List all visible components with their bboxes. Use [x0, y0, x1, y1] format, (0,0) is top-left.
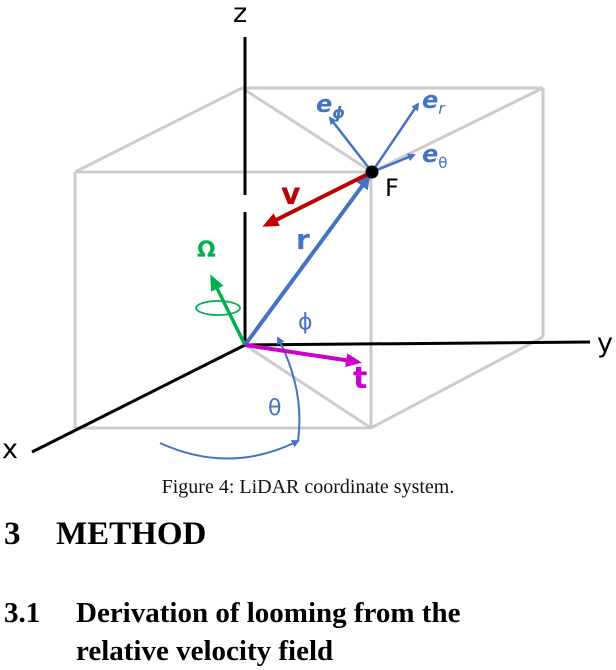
r-label: r — [296, 223, 310, 256]
point-f — [365, 165, 379, 179]
subsection-title-line2: relative velocity field — [76, 635, 334, 667]
theta-label: θ — [268, 396, 282, 421]
v-vector — [262, 170, 373, 227]
e-theta-vector — [371, 153, 416, 174]
omega-label: Ω — [197, 238, 216, 263]
t-vector — [244, 343, 362, 368]
figure-caption: Figure 4: LiDAR coordinate system. — [161, 476, 455, 498]
e-r-vector — [370, 102, 420, 173]
section-title: METHOD — [56, 516, 207, 552]
bounding-box — [73, 86, 545, 430]
theta-arc — [159, 440, 300, 460]
e-r-label: er — [422, 86, 445, 118]
e-theta-label: eθ — [422, 140, 448, 172]
r-vector — [243, 174, 371, 347]
z-axis-label: z — [233, 0, 248, 29]
y-axis-label: y — [597, 328, 613, 359]
section-number: 3 — [4, 516, 21, 552]
e-phi-vector — [328, 116, 373, 173]
x-axis-label: x — [2, 434, 18, 465]
phi-label: ϕ — [298, 310, 313, 335]
omega-vector — [210, 274, 247, 346]
point-f-label: F — [385, 174, 399, 202]
lidar-coordinate-figure: z y x F v r Ω t ϕ θ eϕ er eθ — [2, 0, 613, 465]
v-label: v — [281, 177, 301, 212]
axes — [31, 37, 591, 454]
t-label: t — [353, 361, 368, 396]
subsection-number: 3.1 — [4, 597, 41, 629]
coordinate-diagram — [31, 37, 591, 460]
e-phi-label: eϕ — [316, 90, 346, 122]
rotation-icon — [195, 300, 241, 316]
subsection-title-line1: Derivation of looming from the — [76, 597, 461, 629]
section-heading: 3 METHOD — [4, 516, 206, 553]
subsection-heading: 3.1 Derivation of looming from the relativ… — [4, 594, 460, 670]
